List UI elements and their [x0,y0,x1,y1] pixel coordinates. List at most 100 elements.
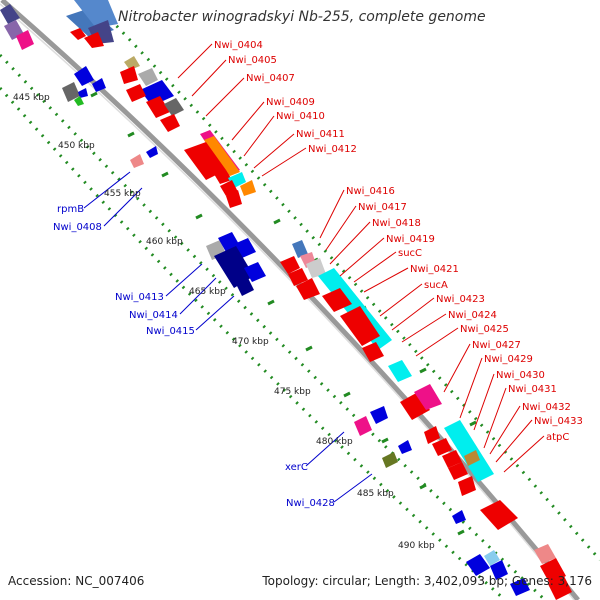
gene-shape[interactable] [236,278,254,296]
gene-shape[interactable] [306,258,326,278]
gene-shape[interactable] [62,82,80,102]
gene-label[interactable]: sucA [424,280,448,291]
gene-label[interactable]: Nwi_0411 [296,129,345,140]
gene-label[interactable]: Nwi_0427 [472,340,521,351]
gene-shape[interactable] [452,510,466,524]
gene-shape[interactable] [540,558,566,584]
gene-shape[interactable] [74,96,84,106]
gene-shape[interactable] [340,306,380,346]
gene-shape[interactable] [444,420,494,482]
gene-shape[interactable] [548,576,572,600]
gene-shape[interactable] [322,288,352,312]
outer-dotted-track [90,0,600,561]
gene-label[interactable]: Nwi_0424 [448,310,497,321]
leader-line [339,237,385,277]
gene-shape[interactable] [424,426,440,444]
gene-shape[interactable] [138,68,158,86]
gene-shape[interactable] [70,28,86,40]
gene-label[interactable]: Nwi_0415 [146,326,195,337]
gene-shape[interactable] [126,84,146,102]
gene-shape[interactable] [296,278,320,300]
gene-shape[interactable] [442,450,462,468]
gene-shape[interactable] [16,30,34,50]
gene-shape[interactable] [414,384,442,410]
gene-label[interactable]: Nwi_0407 [246,73,295,84]
gene-label[interactable]: Nwi_0405 [228,55,277,66]
gene-shape[interactable] [130,154,144,168]
tick-mark [127,131,135,138]
kbp-label: 455 kbp [104,189,141,199]
gene-shape[interactable] [84,32,104,48]
gene-shape[interactable] [74,66,94,86]
gene-label[interactable]: Nwi_0419 [386,234,435,245]
gene-shape[interactable] [382,452,398,468]
gene-label[interactable]: Nwi_0421 [410,264,459,275]
gene-shape[interactable] [220,180,238,196]
gene-shape[interactable] [388,360,412,382]
gene-label[interactable]: atpC [546,432,569,443]
gene-label[interactable]: sucC [398,248,422,259]
gene-shape[interactable] [288,268,308,286]
gene-label[interactable]: Nwi_0404 [214,40,263,51]
gene-label[interactable]: Nwi_0429 [484,354,533,365]
gene-shape[interactable] [78,88,88,98]
gene-shape[interactable] [292,240,308,258]
accession-text: Accession: NC_007406 [8,574,145,588]
gene-label[interactable]: rpmB [57,204,84,215]
gene-shape[interactable] [140,80,174,106]
gene-shape[interactable] [464,450,480,466]
gene-label[interactable]: Nwi_0412 [308,144,357,155]
gene-shape[interactable] [244,262,266,282]
gene-shape[interactable] [510,578,530,596]
gene-shape[interactable] [120,66,138,84]
gene-shape[interactable] [204,136,240,176]
gene-shape[interactable] [146,96,170,118]
tick-mark [90,91,98,98]
gene-shape[interactable] [92,78,106,92]
gene-label[interactable]: Nwi_0430 [496,370,545,381]
gene-shape[interactable] [124,56,140,70]
gene-label[interactable]: Nwi_0423 [436,294,485,305]
gene-shape[interactable] [490,560,508,580]
gene-label[interactable]: xerC [285,462,308,473]
gene-shape[interactable] [362,342,384,362]
gene-shape[interactable] [448,462,468,480]
leader-line [329,221,371,265]
gene-shape[interactable] [458,476,476,496]
gene-shape[interactable] [280,256,300,274]
gene-label[interactable]: Nwi_0425 [460,324,509,335]
gene-shape[interactable] [432,438,452,456]
leader-line [391,297,435,331]
gene-shape[interactable] [160,114,180,132]
gene-shape[interactable] [164,98,184,116]
gene-shape[interactable] [226,190,242,208]
gene-shape[interactable] [370,406,388,424]
gene-shape[interactable] [466,554,490,576]
gene-shape[interactable] [0,4,20,24]
gene-shape[interactable] [214,170,232,184]
gene-shape[interactable] [214,246,254,288]
gene-label[interactable]: Nwi_0414 [129,310,178,321]
gene-shape[interactable] [240,180,256,196]
gene-label[interactable]: Nwi_0432 [522,402,571,413]
gene-shape[interactable] [534,544,556,564]
leader-line [379,283,423,317]
gene-label[interactable]: Nwi_0408 [53,222,102,233]
tick-mark [305,345,313,352]
gene-shape[interactable] [484,550,500,566]
gene-label[interactable]: Nwi_0416 [346,186,395,197]
gene-label[interactable]: Nwi_0417 [358,202,407,213]
gene-shape[interactable] [480,500,518,530]
gene-label[interactable]: Nwi_0413 [115,292,164,303]
gene-shape[interactable] [354,416,372,436]
gene-label[interactable]: Nwi_0433 [534,416,583,427]
gene-label[interactable]: Nwi_0428 [286,498,335,509]
gene-label[interactable]: Nwi_0409 [266,97,315,108]
gene-label[interactable]: Nwi_0431 [508,384,557,395]
gene-label[interactable]: Nwi_0418 [372,218,421,229]
gene-shape[interactable] [398,440,412,454]
gene-shape[interactable] [146,146,158,158]
gene-shape[interactable] [184,142,226,180]
gene-label[interactable]: Nwi_0410 [276,111,325,122]
